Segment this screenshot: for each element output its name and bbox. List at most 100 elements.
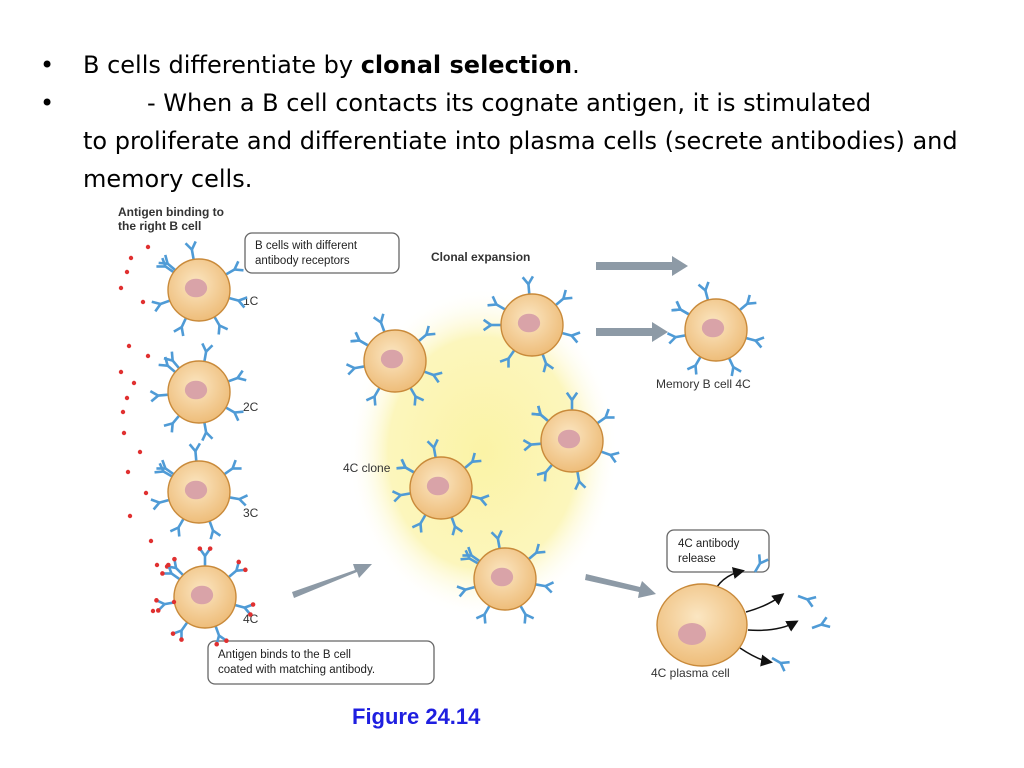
bullet-cognate-antigen: • - When a B cell contacts its cognate a…	[40, 84, 1000, 198]
arrow-icon	[596, 256, 688, 276]
antibody-receptor-icon	[737, 294, 757, 313]
antibody-receptor-icon	[697, 281, 710, 303]
binds-callout-box	[207, 640, 435, 685]
bullet-text-line1: - When a B cell contacts its cognate ant…	[147, 89, 872, 117]
antigen-dot	[126, 343, 132, 349]
antigen-dot	[118, 369, 124, 375]
memory-cell-label: Memory B cell 4C	[656, 377, 751, 391]
antibody-receptor-icon	[163, 413, 182, 433]
antigen-dot	[137, 449, 143, 455]
antigen-dot	[140, 299, 146, 305]
free-antibody-layer	[753, 554, 831, 672]
clone-cell	[456, 529, 555, 624]
arrow-icon	[585, 574, 656, 598]
plasma-cell-label: 4C plasma cell	[651, 666, 730, 680]
bullet-period: .	[572, 51, 580, 79]
antibody-receptor-icon	[169, 516, 186, 537]
clone-cell	[482, 275, 581, 373]
clone-label: 4C clone	[343, 461, 391, 475]
antibody-release-line2: release	[678, 553, 716, 565]
binds-callout-line2: coated with matching antibody.	[218, 664, 375, 676]
antibody-receptor-icon	[212, 314, 229, 335]
cell-label-1c: 1C	[243, 294, 259, 308]
antigen-dot	[118, 285, 124, 291]
antibody-receptor-icon	[149, 389, 171, 403]
antibody-receptor-icon	[350, 331, 371, 348]
antibody-receptor-icon	[227, 494, 249, 507]
b-cell-2c	[149, 342, 247, 442]
antibody-receptor-icon	[232, 602, 256, 617]
bullet-marker: •	[40, 89, 55, 117]
bullet-list: • B cells differentiate by clonal select…	[40, 46, 1000, 198]
nucleus	[517, 313, 541, 333]
antigen-layer	[118, 244, 177, 614]
antibody-receptor-icon	[151, 298, 173, 313]
clonal-expansion-label: Clonal expansion	[431, 250, 530, 264]
receptors-callout-box	[244, 232, 400, 274]
antibody-receptor-icon	[727, 355, 742, 377]
bullet-text-rest: to proliferate and differentiate into pl…	[83, 127, 958, 193]
antibody-receptor-icon	[201, 342, 214, 364]
antibody-receptor-icon	[666, 332, 688, 345]
cell-label-3c: 3C	[243, 506, 259, 520]
antigen-dot	[120, 409, 126, 415]
expansion-arrows	[292, 256, 688, 598]
antibody-receptor-icon	[188, 442, 202, 464]
nucleus	[557, 429, 581, 449]
clone-cell	[345, 313, 443, 406]
antibody-receptor-icon	[213, 623, 229, 647]
receptors-callout-line1: B cells with different	[255, 240, 358, 252]
nucleus	[184, 480, 208, 500]
free-antibody-icon	[753, 554, 769, 573]
bullet-marker: •	[40, 51, 55, 79]
antigen-dot	[154, 562, 160, 568]
antibody-receptor-icon	[173, 315, 188, 337]
receptors-callout-line2: antibody receptors	[255, 255, 350, 267]
free-antibody-icon	[771, 656, 790, 672]
antigen-dot	[128, 255, 134, 261]
bullet-text: B cells differentiate by	[83, 51, 361, 79]
antigen-dot	[145, 244, 151, 250]
antigen-dot	[124, 269, 130, 275]
figure-title-line1: Antigen binding to	[118, 205, 224, 219]
nucleus	[184, 380, 208, 400]
antigen-dot	[148, 538, 154, 544]
antibody-receptor-icon	[160, 562, 182, 582]
bullet-bold-term: clonal selection	[360, 51, 573, 79]
antibody-receptor-icon	[553, 289, 573, 308]
clone-cell	[391, 438, 490, 536]
antibody-receptor-icon	[521, 275, 535, 297]
nucleus	[426, 476, 450, 496]
antibody-receptor-icon	[170, 620, 190, 642]
cells-layer	[149, 240, 765, 667]
nucleus	[701, 318, 725, 338]
memory-b-cell	[666, 281, 765, 377]
antibody-receptor-icon	[197, 546, 213, 568]
antigen-dot	[143, 490, 149, 496]
clone-cell	[522, 391, 620, 491]
antigen-dot	[121, 430, 127, 436]
antigen-dot	[127, 513, 133, 519]
b-cell-4c	[154, 546, 256, 647]
antibody-release-callout-box	[666, 529, 770, 573]
antibody-receptor-icon	[226, 559, 248, 580]
bullet-clonal-selection: • B cells differentiate by clonal select…	[40, 46, 1000, 84]
antibody-receptor-icon	[345, 363, 367, 376]
free-antibody-icon	[811, 616, 831, 630]
antibody-receptor-icon	[223, 260, 244, 277]
nucleus	[190, 585, 214, 605]
antibody-receptor-icon	[201, 420, 214, 442]
antibody-receptor-icon	[223, 405, 244, 422]
antigen-dot	[171, 599, 177, 605]
binds-callout-line1: Antigen binds to the B cell	[218, 649, 351, 661]
nucleus	[184, 278, 208, 298]
antibody-receptor-icon	[372, 313, 387, 335]
nucleus	[380, 349, 404, 369]
antigen-dot	[150, 608, 156, 614]
antigen-dot	[124, 395, 130, 401]
antibody-receptor-icon	[150, 498, 172, 511]
figure-caption: Figure 24.14	[352, 704, 481, 729]
antigen-dot	[131, 380, 137, 386]
antibody-receptor-icon	[207, 518, 222, 540]
